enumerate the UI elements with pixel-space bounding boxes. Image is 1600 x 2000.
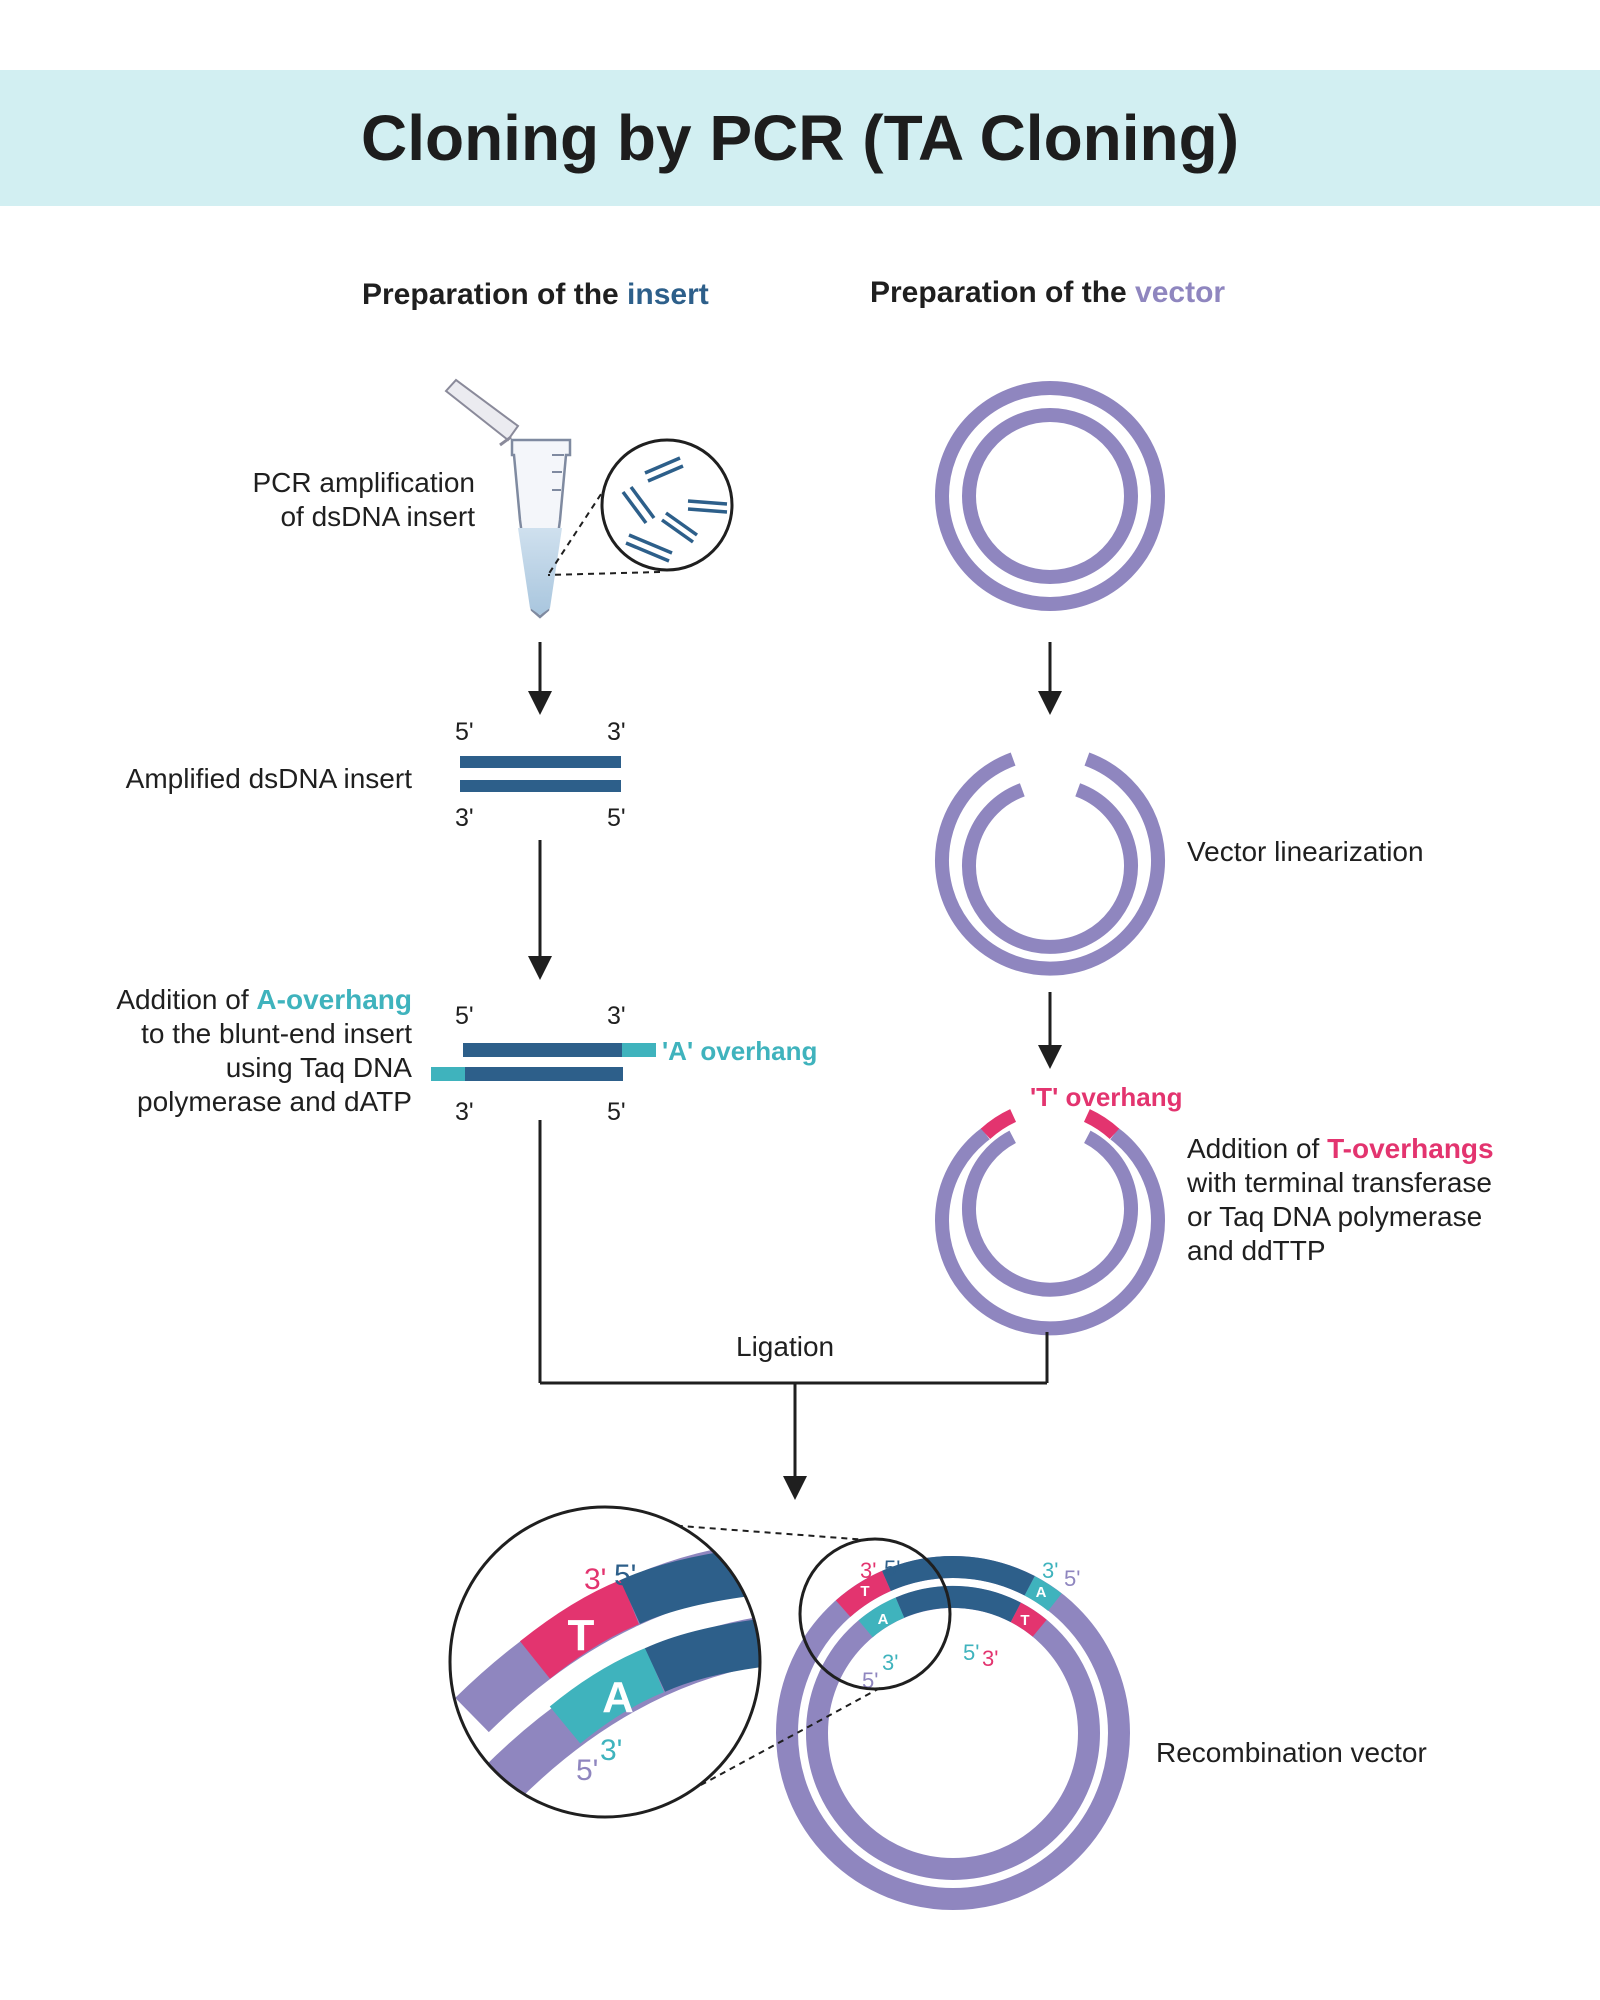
vector-heading-highlight: vector — [1135, 276, 1226, 309]
rv-end-5-top-left: 5' — [884, 1556, 900, 1581]
rv-end-5-bottom-left: 5' — [862, 1668, 878, 1693]
zoom-line-bottom — [661, 1687, 881, 1807]
ligation-connector — [538, 1120, 1049, 1500]
a-overhang-insert-strands — [431, 1043, 656, 1081]
t-overhang-vector-icon — [935, 1109, 1165, 1336]
a-addition-line3: using Taq DNA — [225, 1052, 412, 1083]
vector-column-heading: Preparation of the vector — [870, 276, 1225, 310]
insert-end-top-right: 3' — [607, 718, 626, 746]
insert-column-heading: Preparation of the insert — [362, 278, 709, 312]
t-addition-highlight: T-overhangs — [1327, 1133, 1494, 1164]
recombination-vector-icon — [776, 1556, 1130, 1910]
recombination-base-letters: T A A T — [860, 1583, 1046, 1629]
linearized-vector-icon — [935, 752, 1165, 976]
zoom-base-t: T — [568, 1611, 595, 1660]
insert-heading-prefix: Preparation of the — [362, 278, 628, 311]
pcr-label-line2: of dsDNA insert — [280, 501, 475, 532]
a-insert-end-top-right: 3' — [607, 1002, 626, 1030]
a-addition-line4: polymerase and dATP — [137, 1086, 412, 1117]
rv-base-a-left: A — [878, 1611, 889, 1628]
zoom-base-a: A — [602, 1673, 634, 1722]
insert-end-top-left: 5' — [455, 718, 474, 746]
pcr-amplification-label: PCR amplification of dsDNA insert — [160, 466, 475, 534]
t-overhang-tag: 'T' overhang — [1030, 1082, 1183, 1112]
insert-end-bottom-right: 5' — [607, 804, 626, 832]
rv-end-3-bottom-left: 3' — [882, 1650, 898, 1675]
a-insert-end-bottom-right: 5' — [607, 1098, 626, 1126]
t-overhang-addition-label: Addition of T-overhangs with terminal tr… — [1187, 1132, 1494, 1268]
circular-vector-icon — [935, 381, 1165, 611]
t-addition-line4: and ddTTP — [1187, 1235, 1326, 1266]
rv-base-a-right: A — [1036, 1584, 1047, 1601]
insert-heading-highlight: insert — [627, 278, 709, 311]
ta-junction-zoom-detail: T A 3' 5' 5' 3' — [448, 1505, 762, 1819]
rv-end-5-bottom-right: 5' — [963, 1640, 979, 1665]
t-addition-line1: Addition of T-overhangs — [1187, 1132, 1494, 1166]
t-addition-line3: or Taq DNA polymerase — [1187, 1201, 1483, 1232]
rv-end-3-top-right: 3' — [1042, 1558, 1058, 1583]
zoom-end-3-top: 3' — [584, 1563, 606, 1596]
vector-linearization-label: Vector linearization — [1187, 836, 1424, 867]
ligation-label: Ligation — [736, 1331, 835, 1362]
a-addition-prefix: Addition of — [116, 984, 257, 1015]
a-overhang-addition-label: Addition of A-overhang to the blunt-end … — [50, 983, 412, 1119]
pcr-tube-icon — [444, 378, 572, 619]
t-addition-prefix: Addition of — [1187, 1133, 1328, 1164]
rv-end-3-bottom-right: 3' — [982, 1646, 998, 1671]
zoom-end-3-bottom: 3' — [600, 1734, 622, 1767]
title-banner — [0, 70, 1600, 206]
a-addition-line2: to the blunt-end insert — [141, 1018, 412, 1049]
a-insert-end-bottom-left: 3' — [455, 1098, 474, 1126]
recombination-end-labels: 3' 5' 3' 5' 5' 3' 5' 3' — [860, 1556, 1080, 1693]
rv-end-5-top-right: 5' — [1064, 1566, 1080, 1591]
a-addition-highlight: A-overhang — [256, 984, 412, 1015]
amplified-insert-label: Amplified dsDNA insert — [125, 763, 412, 794]
a-addition-line1: Addition of A-overhang — [50, 983, 412, 1017]
zoom-source-circle — [798, 1537, 952, 1691]
t-addition-line2: with terminal transferase — [1187, 1167, 1493, 1198]
a-insert-end-top-left: 5' — [455, 1002, 474, 1030]
insert-end-bottom-left: 3' — [455, 804, 474, 832]
rv-base-t-right: T — [1020, 1612, 1029, 1629]
zoom-end-5-top: 5' — [614, 1559, 636, 1592]
rv-base-t-left: T — [860, 1583, 869, 1600]
dna-fragments-zoom-icon — [547, 438, 734, 576]
zoom-end-5-bottom: 5' — [576, 1754, 598, 1787]
page-title: Cloning by PCR (TA Cloning) — [360, 102, 1240, 174]
amplified-insert-strands — [460, 756, 621, 792]
pcr-label-line1: PCR amplification — [252, 467, 475, 498]
a-overhang-tag: 'A' overhang — [662, 1036, 818, 1066]
rv-end-3-top-left: 3' — [860, 1558, 876, 1583]
recombination-vector-label: Recombination vector — [1156, 1737, 1427, 1768]
vector-heading-prefix: Preparation of the — [870, 276, 1136, 309]
